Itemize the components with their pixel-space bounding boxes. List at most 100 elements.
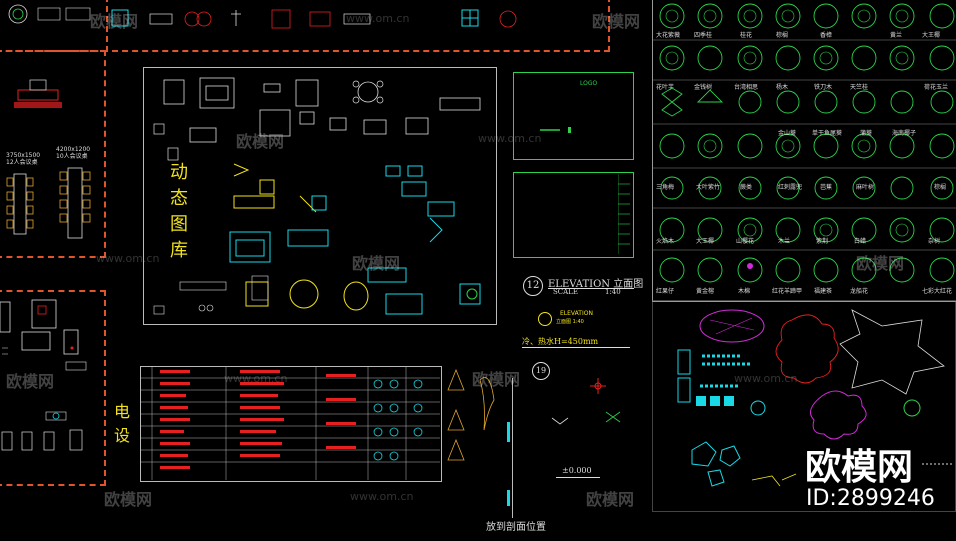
plant-label: 香樟 [820,32,833,39]
yellow-valve-symbol [550,408,630,438]
section-marker-number: 19 [535,366,547,375]
logo-frame-marks [540,120,620,133]
dynamic-library-char-3: 图 [170,214,188,235]
dynamic-library-title: 动 态 图 库 [170,160,192,264]
watermark-url: www.om.cn [346,12,410,25]
watermark-url: www.om.cn [734,372,798,385]
top-strip-panel [102,0,610,52]
plant-label: 金钱树 [694,84,713,91]
plant-label: 棕榈 [776,32,789,39]
level-mark: ±0.000 [562,466,592,475]
watermark-logo: 欧模网 [856,254,905,273]
elevation-scale-label: SCALE [553,288,578,296]
watermark-url: www.om.cn [350,490,414,503]
plant-label: 桂花 [740,32,753,39]
plant-label: 杨木 [776,84,789,91]
plant-label: 四季桂 [694,32,713,39]
watermark-logo: 欧模网 [352,254,401,273]
plant-label: 大叶紫竹 [696,184,721,191]
plant-label: 蒲葵 [860,130,873,137]
plant-label: 芭蕉 [820,184,833,191]
watermark-logo: 欧模网 [586,490,635,509]
water-height-label: 冷、热水H=450mm [522,337,599,346]
plant-label: 木兰 [778,238,791,245]
watermark-id: ID:2899246 [806,486,935,511]
plant-table [652,0,956,300]
plant-label: 金山葵 [778,130,797,137]
watermark-logo: 欧模网 [104,490,153,509]
plant-table-frame [652,0,956,302]
plant-label: 海南椰子 [892,130,917,137]
plant-label: 蕨类 [740,184,753,191]
plant-label: 红花羊蹄甲 [772,288,803,295]
plant-label: 荷花玉兰 [924,84,949,91]
plant-label: 紫荆 [816,238,829,245]
plant-label: 大王椰 [696,238,715,245]
small-elevation-scale: 立面图 1:40 [556,319,584,325]
plant-label: 火焰木 [656,238,675,245]
left-bottom-panel [0,290,106,486]
dynamic-library-frame [143,67,497,325]
logo-label: LOGO [580,80,598,87]
plant-label: 台湾相思 [734,84,759,91]
watermark-url: www.om.cn [224,372,288,385]
plant-label: 大王椰 [922,32,941,39]
red-desk-symbol [10,78,66,118]
section-marker: 19 [532,362,550,380]
meeting-table-right [58,162,92,244]
plant-label: 天竺桂 [850,84,869,91]
plant-label: 红刺露兜 [778,184,803,191]
plant-label: 棕榈 [934,184,947,191]
top-strip-symbols [110,6,530,32]
watermark-logo: 欧模网 [592,12,641,31]
watermark-logo: 欧模网 [472,370,521,389]
electrical-table-grid [140,366,440,480]
electrical-title: 电 设 [114,400,134,448]
plant-label: 山樱花 [736,238,755,245]
furniture-symbols [150,72,490,322]
logo-frame [513,72,634,160]
plant-label: 三角梅 [656,184,675,191]
left-bottom-symbols [0,296,100,466]
plant-label: 木棉 [738,288,751,295]
red-crosshair-symbol [588,376,608,396]
plant-label: 黄金榕 [696,288,715,295]
center-vertical-line [512,378,513,518]
meeting-label-right: 4200x1200 10人会议桌 [56,146,91,160]
meeting-tables-panel [0,50,106,258]
watermark-logo: 欧模网 [236,132,285,151]
electrical-char-1: 电 [114,402,131,421]
watermark-brand: 欧模网 [805,447,914,488]
plant-label: 红果仔 [656,288,675,295]
plant-label: 白蜡 [854,238,867,245]
cyan-vertical-marks [506,418,512,518]
small-elevation-title: ELEVATION [560,310,593,317]
plant-label: 龙船花 [850,288,869,295]
plant-label: 花叶芋 [656,84,675,91]
level-mark-line [556,477,600,478]
electrical-table-frame [140,366,442,482]
title-block-strip [617,174,630,254]
plant-label: 大花紫薇 [656,32,681,39]
title-block-frame [513,172,634,258]
watermark-logo: 欧模网 [90,12,139,31]
small-elevation-circle [538,312,552,326]
orange-section-symbols [440,360,520,470]
watermark-url: www.om.cn [478,132,542,145]
watermark-logo: 欧模网 [6,372,55,391]
watermark-url: www.om.cn [96,252,160,265]
top-left-symbols [4,4,94,26]
elevation-underline [548,288,634,289]
plant-label: 黄兰 [890,32,903,39]
meeting-label-left: 3750x1500 12人会议桌 [6,152,41,166]
dynamic-library-char-1: 动 [170,162,188,183]
plant-label: 七彩大红花 [922,288,953,295]
plant-label: 麻叶树 [856,184,875,191]
dynamic-library-char-2: 态 [170,188,188,209]
bottom-caption: 放到剖面位置 [486,522,546,533]
electrical-char-2: 设 [114,426,131,445]
dynamic-library-char-4: 库 [170,240,188,261]
water-height-line [522,347,630,348]
plant-label: 杂树 [928,238,941,245]
plant-label: 铁刀木 [814,84,833,91]
